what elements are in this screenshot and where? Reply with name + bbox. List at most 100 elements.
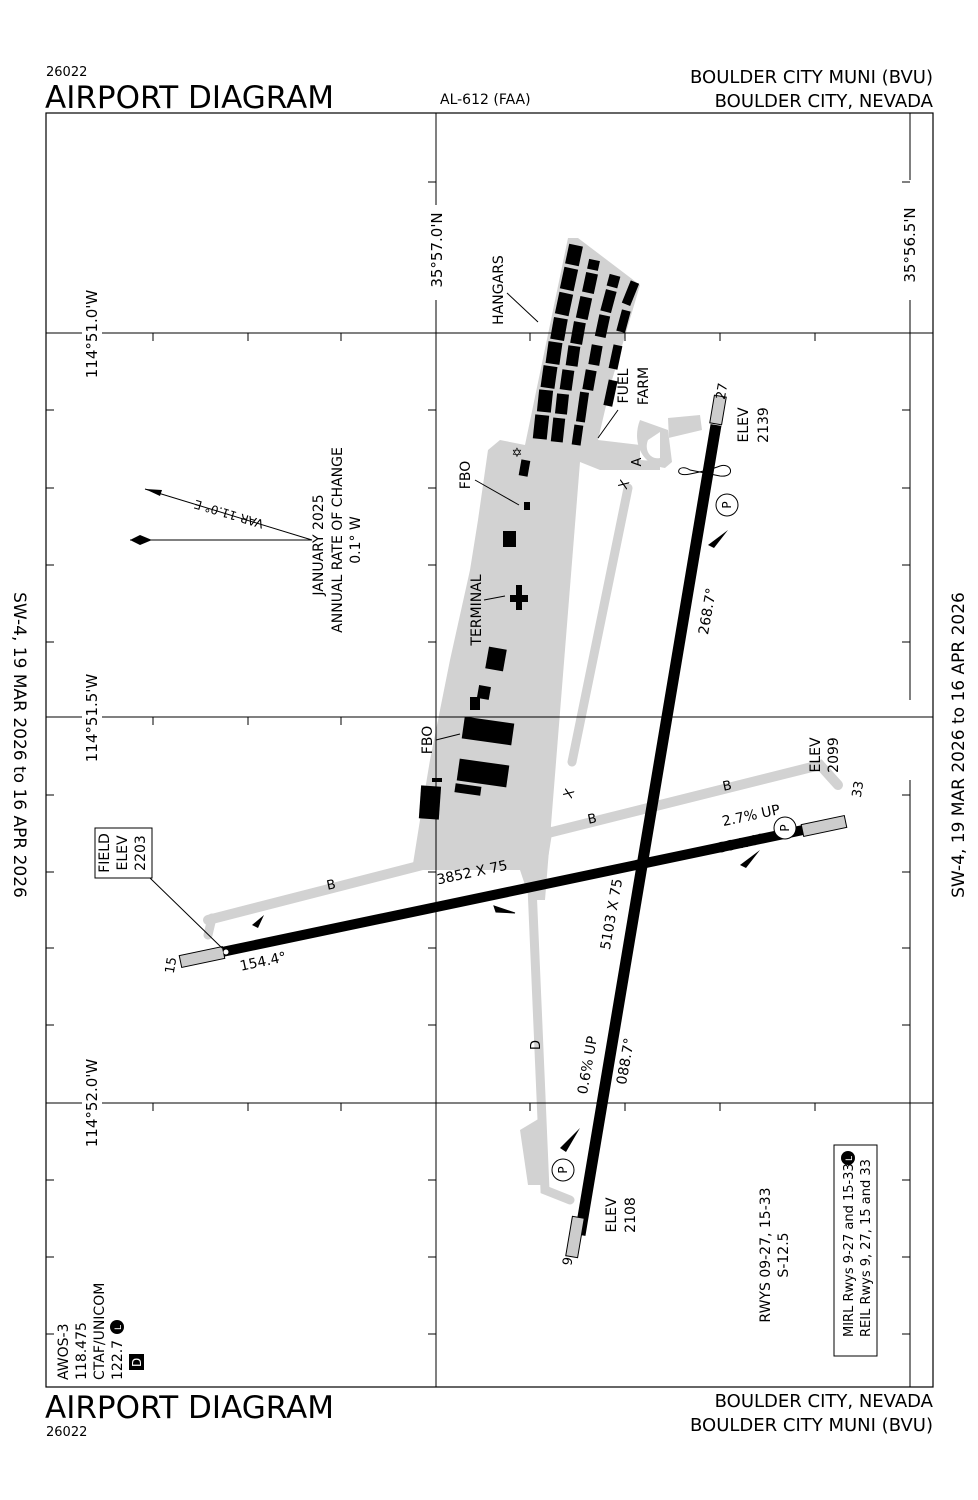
lat-label-2: 35°56.5'N (901, 207, 919, 282)
svg-text:P: P (556, 1166, 570, 1173)
heading-33: 334.4° (716, 831, 765, 856)
wind-cone-icon (708, 530, 728, 548)
threshold-chevrons-33 (800, 815, 848, 837)
elev-27-label: ELEV (736, 407, 752, 442)
field-elevation-box: FIELD ELEV 2203 (94, 827, 223, 949)
field-elev-line1: FIELD (97, 833, 113, 873)
awos-label: AWOS-3 (56, 1323, 72, 1380)
runway-end-27: 27 (714, 382, 732, 401)
farm-label: FARM (636, 367, 652, 405)
rate-of-change-label: ANNUAL RATE OF CHANGE (330, 447, 346, 633)
magnetic-variation: VAR 11.0° E JANUARY 2025 ANNUAL RATE OF … (130, 447, 364, 633)
building (518, 459, 531, 477)
threshold-chevrons-15 (178, 946, 226, 968)
mirl-text: MIRL Rwys 9-27 and 15-33 (842, 1163, 857, 1337)
lon-label-1: 114°51.0'W (83, 290, 101, 379)
elev-9-label: ELEV (604, 1197, 620, 1232)
ctaf-frequency: 122.7 (110, 1340, 126, 1380)
variation-epoch: JANUARY 2025 (311, 494, 327, 596)
fuel-farm-leader (597, 409, 619, 439)
hangars-leader (506, 292, 539, 323)
variation-text: VAR 11.0° E (192, 497, 265, 531)
taxiway-b-label: B (721, 778, 733, 795)
segmented-circle-icon (678, 464, 731, 477)
svg-text:P: P (778, 824, 792, 831)
footer-location: BOULDER CITY, NEVADA (715, 1391, 934, 1412)
taxiway-d-label: D (529, 1040, 544, 1050)
gradient-9-27: 0.6% UP (575, 1035, 601, 1096)
hangars-label: HANGARS (491, 255, 507, 325)
left-validity-text: SW-4, 19 MAR 2026 to 16 APR 2026 (9, 592, 29, 898)
fuel-label: FUEL (616, 368, 632, 403)
runway-end-15: 15 (163, 956, 181, 975)
hangar-rows (532, 243, 640, 446)
airport-location: BOULDER CITY, NEVADA (715, 91, 934, 112)
awos-frequency: 118.475 (74, 1322, 90, 1380)
heading-15: 154.4° (238, 949, 287, 974)
threshold-chevrons-27 (709, 394, 727, 426)
lighting-badge (841, 1151, 855, 1165)
ctaf-lighting-badge (110, 1320, 124, 1334)
communications: AWOS-3 118.475 CTAF/UNICOM 122.7 L D (56, 1283, 144, 1380)
airport-name: BOULDER CITY MUNI (BVU) (690, 67, 933, 88)
taxiway-b-label: B (586, 811, 598, 828)
svg-text:D: D (130, 1358, 144, 1367)
threshold-chevrons-9 (565, 1215, 585, 1259)
fbo-north-building (524, 502, 530, 510)
true-north-arrow-icon (145, 489, 162, 496)
svg-text:P: P (720, 501, 734, 508)
lon-label-3: 114°52.0'W (83, 1059, 101, 1148)
lon-label-2: 114°51.5'W (83, 674, 101, 763)
wind-cone-icon (560, 1128, 580, 1152)
lat-lon-grid (45, 113, 933, 1387)
runway-15-33 (178, 815, 848, 968)
gradient-15-33: 2.7% UP (721, 802, 782, 830)
building (503, 531, 516, 547)
wind-cone-icon (740, 850, 760, 868)
terminal-building (510, 585, 528, 610)
terminal-leader (483, 595, 506, 601)
rate-of-change-value: 0.1° W (348, 516, 364, 564)
lighting-box: MIRL Rwys 9-27 and 15-33 REIL Rwys 9, 27… (833, 1144, 878, 1357)
lighted-wind-cone-icon (493, 905, 516, 914)
fbo-north-leader (474, 479, 520, 506)
ctaf-label: CTAF/UNICOM (92, 1283, 108, 1380)
right-validity-text: SW-4, 19 MAR 2026 to 16 APR 2026 (949, 592, 969, 898)
hold-marking: X (616, 478, 633, 492)
fbo-north-label: FBO (458, 461, 474, 489)
fbo-south-leader (435, 733, 461, 741)
parking-symbol: P (715, 493, 739, 517)
terminal-label: TERMINAL (469, 574, 485, 646)
runway-9-27-dimensions: 5103 X 75 (598, 877, 626, 951)
procedure-id: AL-612 (FAA) (440, 92, 531, 108)
beacon-icon: ✡ (512, 446, 523, 461)
chart-title: AIRPORT DIAGRAM (45, 80, 334, 116)
elev-33-label: ELEV (808, 737, 824, 772)
buildings (418, 243, 640, 820)
wind-cone-icon (252, 915, 264, 928)
magnetic-north-arrow-icon (130, 535, 152, 545)
heading-27: 268.7° (696, 587, 720, 636)
footer-chart-number: 26022 (46, 1425, 87, 1440)
svg-text:L: L (845, 1156, 855, 1161)
runway-strength-line2: S-12.5 (776, 1232, 792, 1277)
heading-9: 088.7° (614, 1037, 638, 1086)
atis-d-badge (129, 1354, 144, 1370)
chart-number: 26022 (46, 65, 87, 80)
fbo-south-building (461, 716, 515, 746)
field-elev-line2: ELEV (115, 835, 131, 870)
hold-marking: X (561, 787, 578, 801)
parking-symbol: P (551, 1158, 575, 1182)
reil-text: REIL Rwys 9, 27, 15 and 33 (859, 1159, 874, 1337)
footer-title: AIRPORT DIAGRAM (45, 1390, 334, 1426)
runway-strength-line1: RWYS 09-27, 15-33 (758, 1187, 774, 1322)
footer-airport-name: BOULDER CITY MUNI (BVU) (690, 1415, 933, 1436)
runway-end-9: 9 (560, 1256, 576, 1267)
runway-9-27 (565, 394, 727, 1259)
taxiways (203, 483, 843, 1205)
elev-33-value: 2099 (826, 737, 842, 773)
elev-27-value: 2139 (756, 407, 772, 443)
hold-marking-a: A (630, 457, 645, 466)
svg-text:L: L (114, 1325, 124, 1330)
